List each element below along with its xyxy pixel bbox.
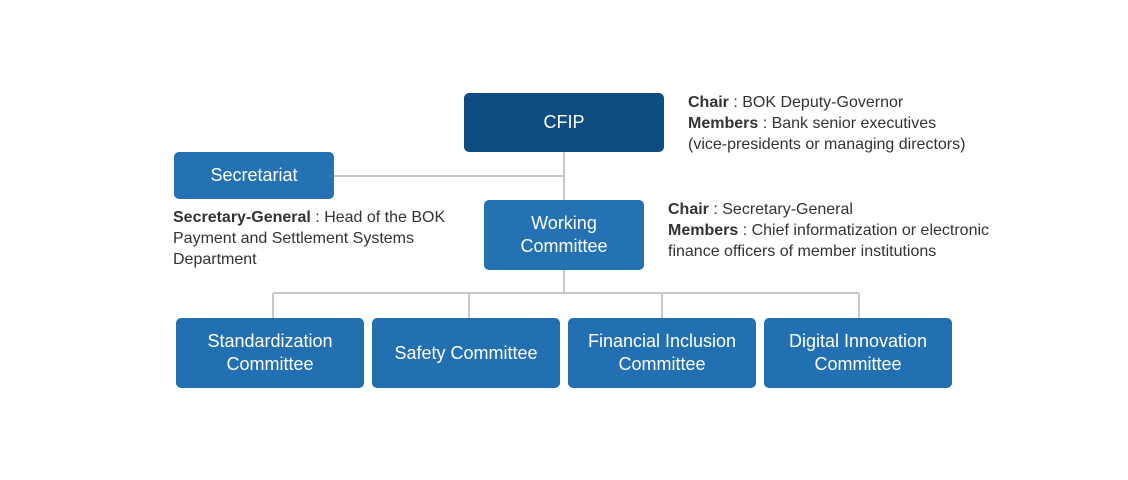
cfip-members-value: : Bank senior executives [758,115,937,132]
secretariat-sg-value-line2: Payment and Settlement Systems [173,230,414,247]
secretariat-box: Secretariat [174,152,334,199]
cfip-members-value-cont: (vice-presidents or managing directors) [688,136,966,153]
secretariat-sg-value: : Head of the BOK [310,209,446,226]
cfip-chair-key: Chair [688,94,729,111]
working-chair-line: Chair : Secretary-General [668,199,989,220]
secretariat-sg-value-line3: Department [173,251,257,268]
cfip-box: CFIP [464,93,664,152]
cfip-members-line: Members : Bank senior executives [688,113,965,134]
working-chair-value: : Secretary-General [708,201,853,218]
cfip-members-key: Members [688,115,759,132]
secretariat-sg-key: Secretary-General [173,209,311,226]
cfip-description: Chair : BOK Deputy-Governor Members : Ba… [688,92,965,155]
working-members-value: : Chief informatization or electronic [738,222,990,239]
working-members-value-cont: finance officers of member institutions [668,243,937,260]
working-members-key: Members [668,222,739,239]
working-chair-key: Chair [668,201,709,218]
cfip-chair-line: Chair : BOK Deputy-Governor [688,92,965,113]
financial-inclusion-committee-box: Financial Inclusion Committee [568,318,756,388]
cfip-chair-value: : BOK Deputy-Governor [728,94,904,111]
working-committee-description: Chair : Secretary-General Members : Chie… [668,199,989,262]
secretariat-description: Secretary-General : Head of the BOK Paym… [173,207,445,270]
working-members-line: Members : Chief informatization or elect… [668,220,989,241]
secretariat-sg-line: Secretary-General : Head of the BOK [173,207,445,228]
standardization-committee-box: Standardization Committee [176,318,364,388]
digital-innovation-committee-box: Digital Innovation Committee [764,318,952,388]
working-committee-box: Working Committee [484,200,644,270]
safety-committee-box: Safety Committee [372,318,560,388]
